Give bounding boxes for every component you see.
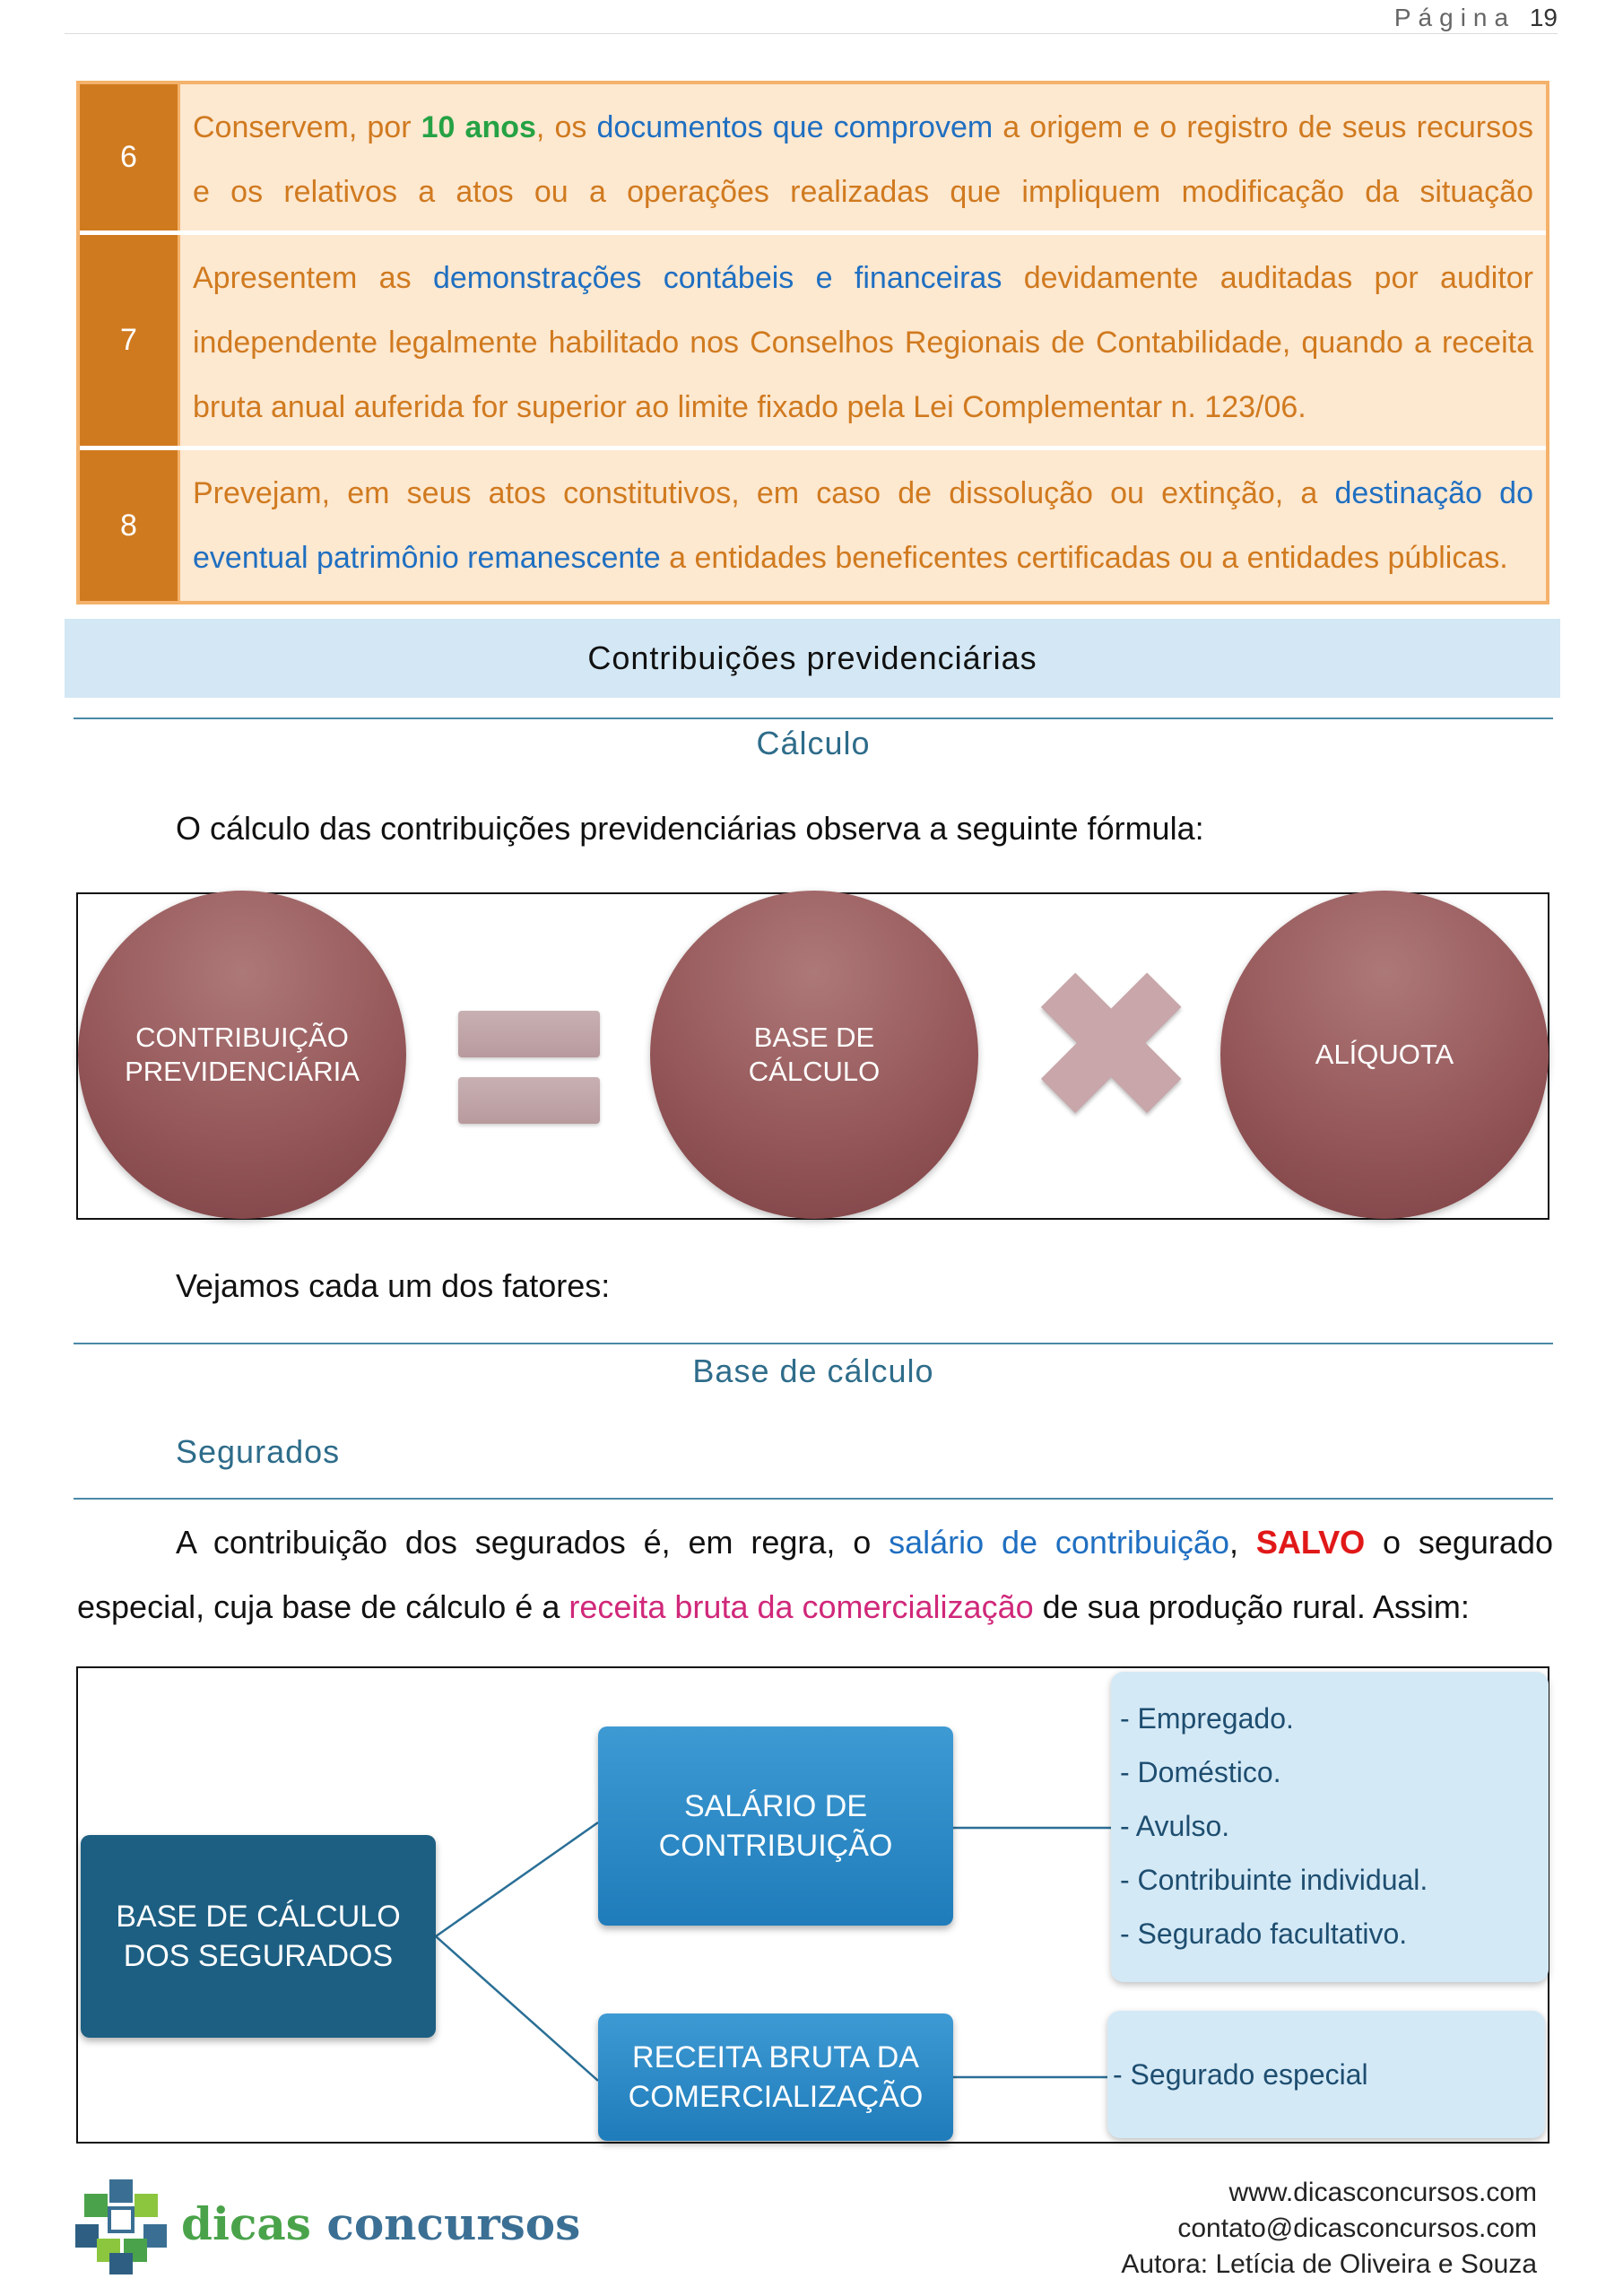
formula-term-rate: ALÍQUOTA	[1220, 891, 1549, 1219]
brand-logo: dicas concursos	[74, 2178, 580, 2276]
list-item: - Segurado facultativo.	[1120, 1918, 1408, 1950]
list-item: - Segurado especial	[1113, 2057, 1368, 2091]
table-row: 8 Prevejam, em seus atos constitutivos, …	[80, 450, 1546, 601]
formula-term-contribution: CONTRIBUIÇÃO PREVIDENCIÁRIA	[78, 891, 406, 1219]
divider	[74, 718, 1553, 719]
list-item: - Doméstico.	[1120, 1756, 1281, 1788]
list-node-special: - Segurado especial	[1107, 2011, 1545, 2138]
email-link[interactable]: contato@dicasconcursos.com	[1177, 2213, 1537, 2243]
formula-diagram: CONTRIBUIÇÃO PREVIDENCIÁRIA BASE DE CÁLC…	[76, 891, 1549, 1220]
section-title: Base de cálculo	[692, 1352, 934, 1389]
equals-sign-bottom	[458, 1077, 600, 1124]
hierarchy-diagram: BASE DE CÁLCULO DOS SEGURADOS SALÁRIO DE…	[76, 1666, 1549, 2144]
table-row: 6 Conservem, por 10 anos, os documentos …	[80, 84, 1546, 274]
list-node-categories: - Empregado. - Doméstico. - Avulso. - Co…	[1111, 1672, 1549, 1982]
row-text: Apresentem as demonstrações contábeis e …	[180, 235, 1546, 446]
connector-lines	[435, 1821, 1111, 2082]
logo-wordmark: dicas concursos	[181, 2197, 581, 2250]
requirements-table: 6 Conservem, por 10 anos, os documentos …	[76, 81, 1549, 604]
formula-term-base: BASE DE CÁLCULO	[650, 891, 978, 1219]
equals-sign-top	[458, 1011, 600, 1057]
table-row: 7 Apresentem as demonstrações contábeis …	[80, 235, 1546, 450]
row-number: 6	[80, 84, 180, 230]
root-node: BASE DE CÁLCULO DOS SEGURADOS	[81, 1835, 436, 2038]
paragraph: O cálculo das contribuições previdenciár…	[176, 810, 1204, 847]
subsection-title: Segurados	[176, 1433, 341, 1470]
footer-contact: www.dicasconcursos.com contato@dicasconc…	[1121, 2175, 1537, 2283]
list-item: - Contribuinte individual.	[1120, 1864, 1428, 1896]
row-number: 8	[80, 450, 180, 601]
section-band-title: Contribuições previdenciárias	[65, 619, 1560, 698]
multiply-icon: ✖	[1028, 936, 1194, 1157]
page-number: Página 19	[1393, 4, 1558, 31]
branch-node-revenue: RECEITA BRUTA DA COMERCIALIZAÇÃO	[598, 2013, 953, 2141]
row-number: 7	[80, 235, 180, 446]
section-title: Cálculo	[756, 725, 871, 761]
logo-cubes-icon	[75, 2179, 167, 2274]
website-link[interactable]: www.dicasconcursos.com	[1228, 2178, 1537, 2207]
branch-node-salary: SALÁRIO DE CONTRIBUIÇÃO	[598, 1726, 953, 1926]
list-item: - Avulso.	[1120, 1810, 1230, 1842]
row-text: Prevejam, em seus atos constitutivos, em…	[180, 450, 1546, 601]
row-text: Conservem, por 10 anos, os documentos qu…	[180, 84, 1546, 274]
divider	[74, 1343, 1553, 1344]
divider	[74, 1498, 1553, 1500]
page-header: Página 19	[65, 0, 1558, 34]
list-item: - Empregado.	[1120, 1702, 1294, 1735]
author-credit: Autora: Letícia de Oliveira e Souza	[1121, 2249, 1537, 2279]
paragraph: A contribuição dos segurados é, em regra…	[77, 1524, 1553, 1625]
paragraph: Vejamos cada um dos fatores:	[176, 1267, 611, 1304]
